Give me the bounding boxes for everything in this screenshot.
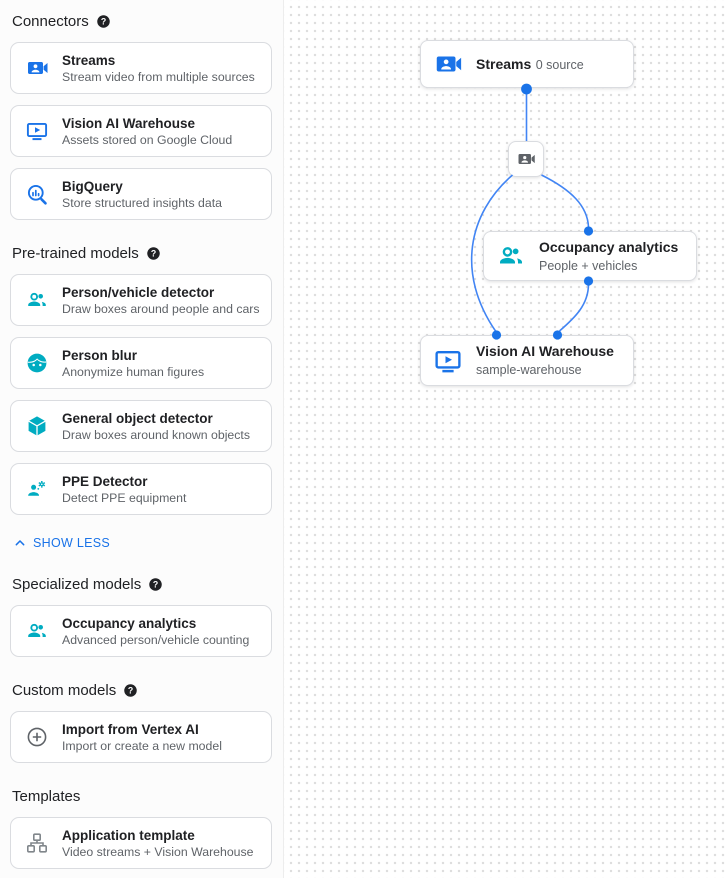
section-title: Connectors bbox=[12, 12, 89, 30]
node-title: Vision AI Warehouse bbox=[476, 343, 614, 359]
streams-node[interactable]: Streams 0 source bbox=[420, 40, 634, 88]
graph-edges bbox=[470, 83, 594, 340]
palette-item-import-from-vertex-ai[interactable]: Import from Vertex AI Import or create a… bbox=[10, 711, 272, 763]
smart-display-icon bbox=[433, 346, 463, 376]
palette-item-ppe-detector[interactable]: PPE Detector Detect PPE equipment bbox=[10, 463, 272, 515]
palette-item-title: Streams bbox=[62, 52, 116, 68]
palette-item-title: General object detector bbox=[62, 410, 213, 426]
section-title: Pre-trained models bbox=[12, 244, 139, 262]
face-icon bbox=[25, 351, 49, 375]
palette-item-description: Advanced person/vehicle counting bbox=[62, 632, 250, 647]
help-icon[interactable] bbox=[148, 577, 163, 592]
tree-icon bbox=[25, 831, 49, 855]
palette-item-title: Occupancy analytics bbox=[62, 615, 197, 631]
palette-item-occupancy-analytics[interactable]: Occupancy analytics Advanced person/vehi… bbox=[10, 605, 272, 657]
palette-item-description: Assets stored on Google Cloud bbox=[62, 132, 233, 147]
people-icon bbox=[496, 241, 526, 271]
show-less-label: SHOW LESS bbox=[33, 536, 111, 550]
help-icon[interactable] bbox=[96, 14, 111, 29]
people-icon bbox=[25, 288, 49, 312]
palette-item-description: Store structured insights data bbox=[62, 195, 222, 210]
palette-item-title: Person/vehicle detector bbox=[62, 284, 215, 300]
vision-ai-warehouse-node[interactable]: Vision AI Warehouse sample-warehouse bbox=[420, 335, 634, 386]
people-icon bbox=[25, 619, 49, 643]
section-title: Custom models bbox=[12, 681, 117, 699]
section-heading-custom-models: Custom models bbox=[12, 681, 272, 699]
cube-icon bbox=[25, 414, 49, 438]
palette-item-general-object-detector[interactable]: General object detector Draw boxes aroun… bbox=[10, 400, 272, 452]
palette-item-title: Person blur bbox=[62, 347, 138, 363]
section-heading-pretrained-models: Pre-trained models bbox=[12, 244, 272, 262]
palette-item-title: PPE Detector bbox=[62, 473, 148, 489]
section-heading-specialized-models: Specialized models bbox=[12, 575, 272, 593]
palette-item-title: Vision AI Warehouse bbox=[62, 115, 196, 131]
video-camera-icon bbox=[433, 49, 463, 79]
section-heading-connectors: Connectors bbox=[12, 12, 272, 30]
graph-canvas[interactable]: Streams 0 source Occupancy analytics Peo… bbox=[284, 0, 725, 878]
node-title: Occupancy analytics bbox=[539, 238, 679, 255]
section-title: Templates bbox=[12, 787, 81, 805]
palette-item-title: BigQuery bbox=[62, 178, 123, 194]
node-title: Streams bbox=[476, 55, 532, 72]
node-subtitle: sample-warehouse bbox=[476, 363, 582, 377]
palette-item-description: Stream video from multiple sources bbox=[62, 69, 255, 84]
component-palette: Connectors Streams Stream video from mul… bbox=[0, 0, 284, 878]
palette-item-description: Draw boxes around people and cars bbox=[62, 301, 260, 316]
palette-item-title: Application template bbox=[62, 827, 195, 843]
video-camera-icon bbox=[25, 56, 49, 80]
palette-item-vision-ai-warehouse[interactable]: Vision AI Warehouse Assets stored on Goo… bbox=[10, 105, 272, 157]
node-subtitle: People + vehicles bbox=[539, 258, 638, 273]
palette-item-person-blur[interactable]: Person blur Anonymize human figures bbox=[10, 337, 272, 389]
palette-item-streams[interactable]: Streams Stream video from multiple sourc… bbox=[10, 42, 272, 94]
palette-item-title: Import from Vertex AI bbox=[62, 721, 199, 737]
plus-circle-icon bbox=[25, 725, 49, 749]
video-camera-icon bbox=[516, 149, 536, 169]
node-subtitle: 0 source bbox=[535, 57, 584, 72]
person-gear-icon bbox=[25, 477, 49, 501]
palette-item-description: Draw boxes around known objects bbox=[62, 427, 250, 442]
palette-item-description: Detect PPE equipment bbox=[62, 490, 187, 505]
chevron-up-icon bbox=[12, 535, 28, 551]
section-heading-templates: Templates bbox=[12, 787, 272, 805]
palette-item-application-template[interactable]: Application template Video streams + Vis… bbox=[10, 817, 272, 869]
palette-item-description: Import or create a new model bbox=[62, 738, 222, 753]
palette-item-description: Video streams + Vision Warehouse bbox=[62, 844, 254, 859]
palette-item-person-vehicle-detector[interactable]: Person/vehicle detector Draw boxes aroun… bbox=[10, 274, 272, 326]
smart-display-icon bbox=[25, 119, 49, 143]
occupancy-analytics-node[interactable]: Occupancy analytics People + vehicles bbox=[483, 231, 697, 281]
bigquery-search-icon bbox=[25, 182, 49, 206]
palette-item-description: Anonymize human figures bbox=[62, 364, 205, 379]
show-less-button[interactable]: SHOW LESS bbox=[12, 535, 110, 551]
section-title: Specialized models bbox=[12, 575, 142, 593]
stream-source-mini-node[interactable] bbox=[508, 141, 544, 177]
help-icon[interactable] bbox=[123, 683, 138, 698]
palette-item-bigquery[interactable]: BigQuery Store structured insights data bbox=[10, 168, 272, 220]
help-icon[interactable] bbox=[146, 246, 161, 261]
